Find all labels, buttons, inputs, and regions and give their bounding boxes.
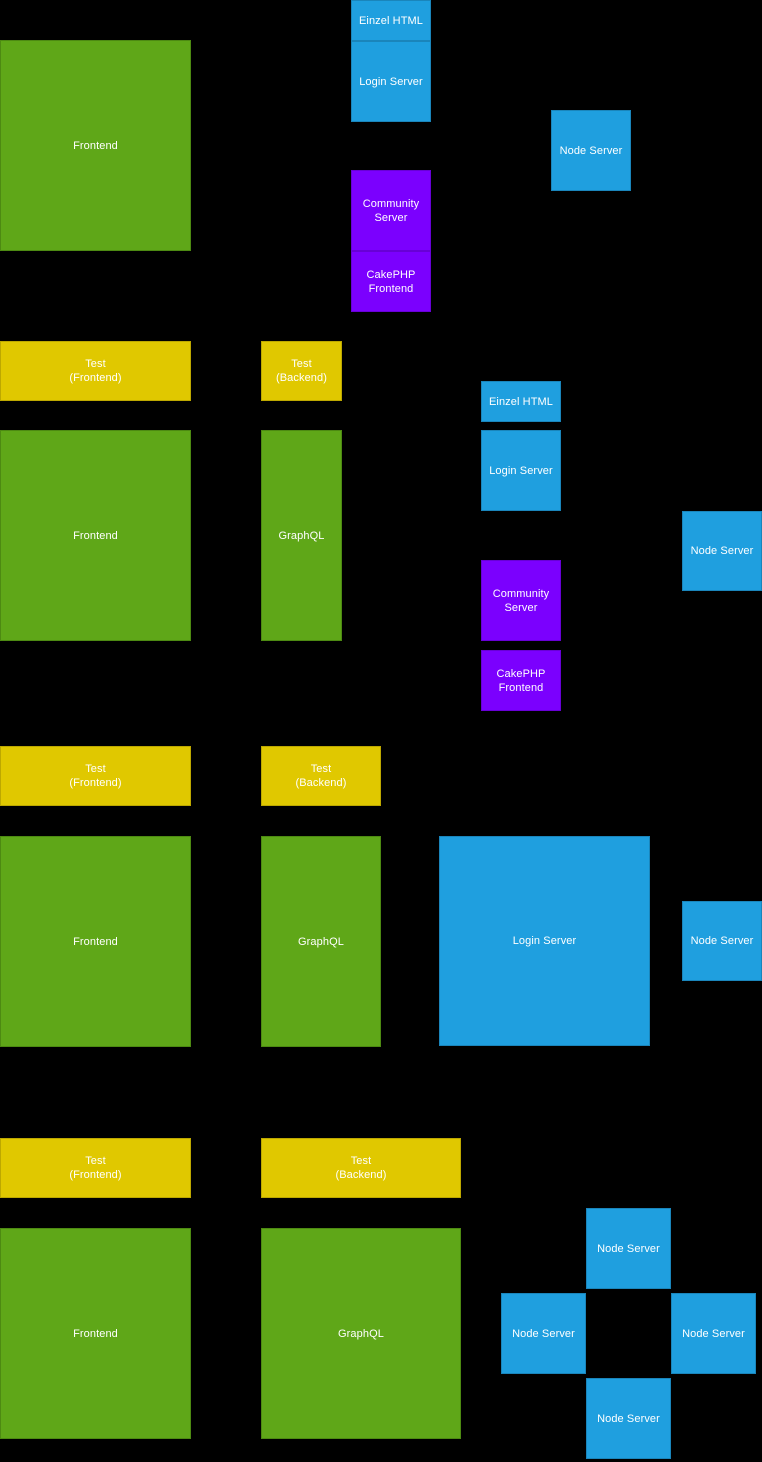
s2-frontend[interactable]: Frontend bbox=[0, 430, 191, 641]
s4-node-server-left-label: Node Server bbox=[512, 1327, 575, 1340]
s1-node-server-label: Node Server bbox=[559, 144, 623, 157]
s1-einzel-html-label: Einzel HTML bbox=[358, 14, 424, 27]
s1-community-server[interactable]: Community Server bbox=[351, 170, 431, 251]
s2-einzel-html-label: Einzel HTML bbox=[488, 395, 554, 408]
s3-test-frontend[interactable]: Test (Frontend) bbox=[0, 746, 191, 806]
s2-cakephp-frontend-label: CakePHP Frontend bbox=[496, 667, 546, 694]
s4-node-server-right-label: Node Server bbox=[682, 1327, 745, 1340]
s1-login-server-label: Login Server bbox=[359, 75, 423, 88]
s3-login-server-label: Login Server bbox=[512, 935, 577, 947]
s4-node-server-bottom-label: Node Server bbox=[597, 1412, 660, 1425]
s1-community-server-label: Community Server bbox=[362, 197, 420, 224]
s3-test-backend-label: Test (Backend) bbox=[295, 763, 347, 789]
s3-graphql-label: GraphQL bbox=[298, 935, 344, 948]
s2-login-server[interactable]: Login Server bbox=[481, 430, 561, 511]
s2-einzel-html[interactable]: Einzel HTML bbox=[481, 381, 561, 422]
s1-cakephp-frontend[interactable]: CakePHP Frontend bbox=[351, 251, 431, 312]
s3-test-frontend-label: Test (Frontend) bbox=[69, 763, 122, 789]
s4-frontend[interactable]: Frontend bbox=[0, 1228, 191, 1439]
s4-frontend-label: Frontend bbox=[73, 1327, 118, 1340]
s2-test-frontend-label: Test (Frontend) bbox=[69, 358, 122, 384]
s3-node-server-label: Node Server bbox=[690, 935, 754, 947]
s4-node-server-bottom[interactable]: Node Server bbox=[586, 1378, 671, 1459]
s3-login-server[interactable]: Login Server bbox=[439, 836, 650, 1046]
s1-einzel-html[interactable]: Einzel HTML bbox=[351, 0, 431, 41]
s2-test-backend-label: Test (Backend) bbox=[275, 358, 328, 384]
s2-login-server-label: Login Server bbox=[489, 464, 553, 477]
s4-test-backend[interactable]: Test (Backend) bbox=[261, 1138, 461, 1198]
s2-graphql-label: GraphQL bbox=[278, 529, 325, 542]
s4-graphql[interactable]: GraphQL bbox=[261, 1228, 461, 1439]
s3-frontend[interactable]: Frontend bbox=[0, 836, 191, 1047]
s4-node-server-left[interactable]: Node Server bbox=[501, 1293, 586, 1374]
s2-community-server[interactable]: Community Server bbox=[481, 560, 561, 641]
s1-login-server[interactable]: Login Server bbox=[351, 41, 431, 122]
s2-test-frontend[interactable]: Test (Frontend) bbox=[0, 341, 191, 401]
s2-cakephp-frontend[interactable]: CakePHP Frontend bbox=[481, 650, 561, 711]
s4-test-backend-label: Test (Backend) bbox=[335, 1155, 387, 1181]
s2-node-server-label: Node Server bbox=[690, 545, 754, 557]
s4-test-frontend-label: Test (Frontend) bbox=[69, 1155, 122, 1181]
s4-graphql-label: GraphQL bbox=[338, 1327, 384, 1340]
s2-frontend-label: Frontend bbox=[73, 529, 118, 542]
s4-node-server-top[interactable]: Node Server bbox=[586, 1208, 671, 1289]
s1-node-server[interactable]: Node Server bbox=[551, 110, 631, 191]
s3-frontend-label: Frontend bbox=[73, 935, 118, 948]
s2-test-backend[interactable]: Test (Backend) bbox=[261, 341, 342, 401]
s3-test-backend[interactable]: Test (Backend) bbox=[261, 746, 381, 806]
s1-frontend-label: Frontend bbox=[73, 139, 118, 152]
s1-cakephp-frontend-label: CakePHP Frontend bbox=[366, 268, 416, 295]
s4-node-server-top-label: Node Server bbox=[597, 1242, 660, 1255]
s2-community-server-label: Community Server bbox=[492, 587, 550, 614]
s4-node-server-right[interactable]: Node Server bbox=[671, 1293, 756, 1374]
s2-graphql[interactable]: GraphQL bbox=[261, 430, 342, 641]
s4-test-frontend[interactable]: Test (Frontend) bbox=[0, 1138, 191, 1198]
s2-node-server[interactable]: Node Server bbox=[682, 511, 762, 591]
s1-frontend[interactable]: Frontend bbox=[0, 40, 191, 251]
s3-graphql[interactable]: GraphQL bbox=[261, 836, 381, 1047]
